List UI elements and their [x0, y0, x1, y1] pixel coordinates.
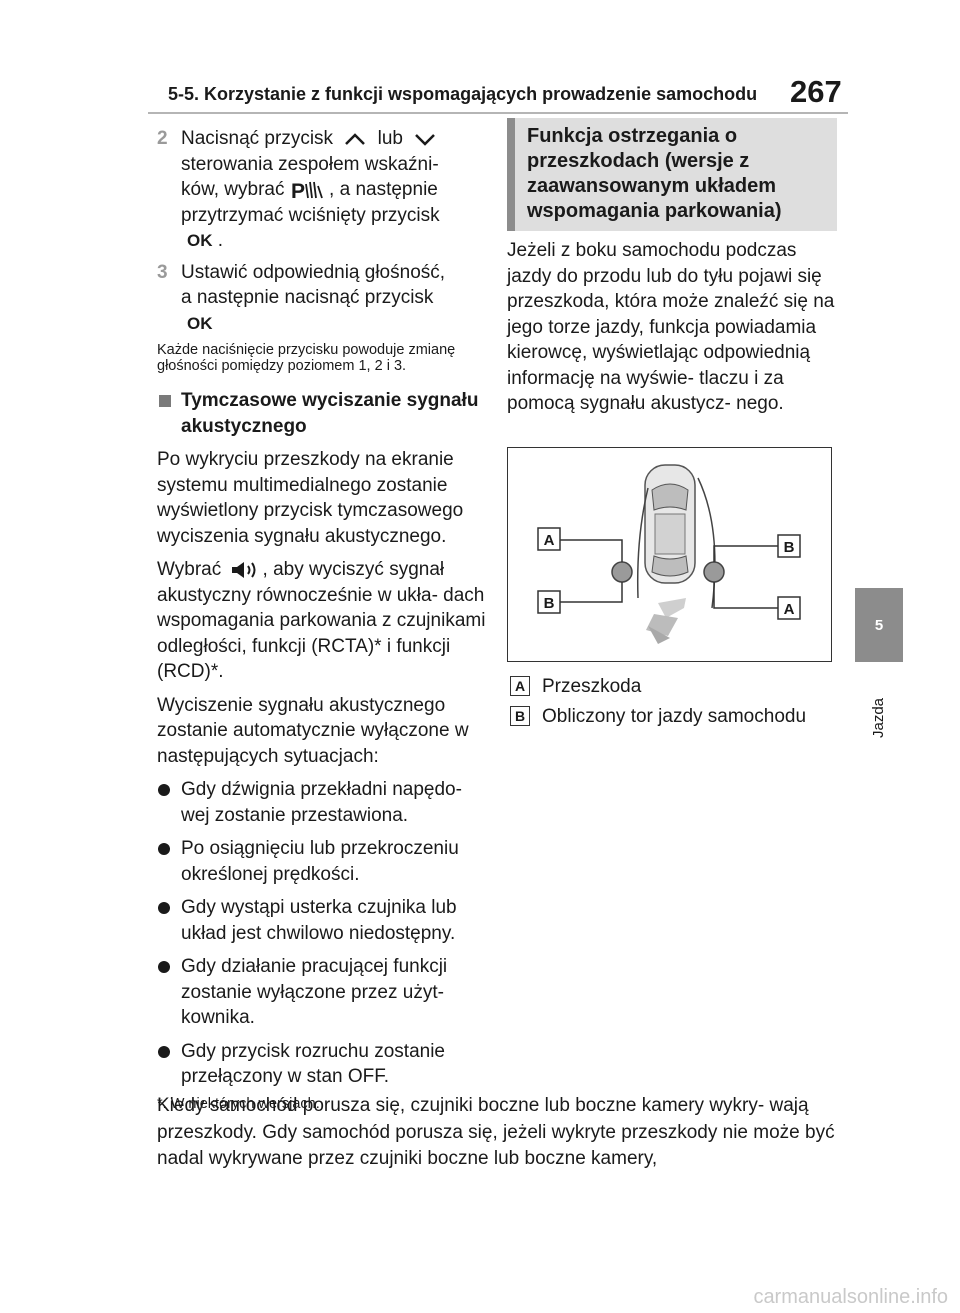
- list-item: Gdy wystąpi usterka czujnika lub układ j…: [157, 895, 490, 946]
- chevron-down-icon: [415, 134, 436, 146]
- speaker-mute-icon: [231, 561, 256, 578]
- list-item: Gdy działanie pracującej funkcji zostani…: [157, 954, 490, 1031]
- mute-paragraph: Po wykryciu przeszkody na ekranie system…: [157, 449, 464, 547]
- label-b-right: B: [784, 539, 795, 556]
- chapter-tab-label: Jazda: [870, 697, 887, 739]
- left-column: 2 Nacisnąć przycisk lub sterowania zespo…: [157, 126, 490, 1112]
- car-top-view: [644, 464, 696, 584]
- section-title: Funkcja ostrzegania o przeszkodach (wers…: [527, 125, 782, 222]
- bullet-icon: [158, 1045, 170, 1058]
- mute-select-paragraph: Wybrać , aby wyciszyć sygnał akustyczny …: [157, 559, 486, 682]
- diagram-illustration: A B B A: [537, 464, 801, 644]
- watermark-link[interactable]: carmanualsonline.info: [753, 1286, 948, 1308]
- step-number: 2: [157, 128, 168, 149]
- footnote: *: W niektórych wersjach.: [157, 1095, 320, 1112]
- volume-note: Każde naciśnięcie przycisku powoduje zmi…: [157, 342, 456, 374]
- bullet-icon: [158, 902, 170, 914]
- legend-letter: B: [510, 706, 530, 726]
- chapter-tab[interactable]: 5: [855, 588, 903, 662]
- obstacle-diagram: A B B A: [507, 447, 832, 662]
- label-b-left: B: [544, 595, 555, 612]
- bullet-icon: [158, 843, 170, 855]
- ok-button-symbol: OK: [187, 313, 213, 333]
- step-3: 3 Ustawić odpowiednią głośność, a następ…: [157, 261, 446, 333]
- ok-button-symbol: OK: [187, 231, 213, 250]
- legend-item: B Obliczony tor jazdy samochodu: [510, 702, 840, 732]
- legend-letter: A: [510, 676, 530, 696]
- page-number: 267: [790, 74, 842, 109]
- chapter-tab-number: 5: [874, 616, 884, 634]
- diagram-legend: A Przeszkoda B Obliczony tor jazdy samoc…: [510, 672, 840, 732]
- chevron-up-icon: [345, 133, 366, 145]
- parking-sensor-icon: P: [291, 180, 323, 202]
- left-sensor: [611, 561, 633, 583]
- motion-arrow: [646, 598, 686, 644]
- list-item: Gdy dźwignia przekładni napędo- wej zost…: [157, 777, 490, 828]
- full-width-paragraph: Kiedy samochód porusza się, czujniki boc…: [157, 1095, 835, 1169]
- legend-item: A Przeszkoda: [510, 672, 840, 702]
- label-a-right: A: [784, 601, 795, 618]
- section-heading-box: Funkcja ostrzegania o przeszkodach (wers…: [507, 118, 837, 231]
- header-rule: [148, 112, 848, 114]
- condition-list: Gdy dźwignia przekładni napędo- wej zost…: [157, 777, 490, 1090]
- step-2: 2 Nacisnąć przycisk lub sterowania zespo…: [157, 126, 490, 254]
- list-item: Gdy przycisk rozruchu zostanie przełączo…: [157, 1039, 490, 1090]
- square-bullet-icon: [159, 395, 171, 407]
- list-item: Po osiągnięciu lub przekroczeniu określo…: [157, 836, 490, 887]
- mute-heading: Tymczasowe wyciszanie sygnału akustyczne…: [157, 388, 490, 439]
- step-number: 3: [157, 261, 168, 283]
- bullet-icon: [158, 784, 170, 796]
- right-sensor: [703, 561, 725, 583]
- section-paragraph: Jeżeli z boku samochodu podczas jazdy do…: [507, 240, 835, 414]
- auto-disable-paragraph: Wyciszenie sygnału akustycznego zostanie…: [157, 694, 469, 767]
- label-a-left: A: [544, 532, 555, 549]
- running-header: 5-5. Korzystanie z funkcji wspomagającyc…: [168, 84, 758, 104]
- svg-text:P: P: [291, 180, 305, 202]
- bullet-icon: [158, 961, 170, 973]
- right-column: Funkcja ostrzegania o przeszkodach (wers…: [507, 118, 837, 417]
